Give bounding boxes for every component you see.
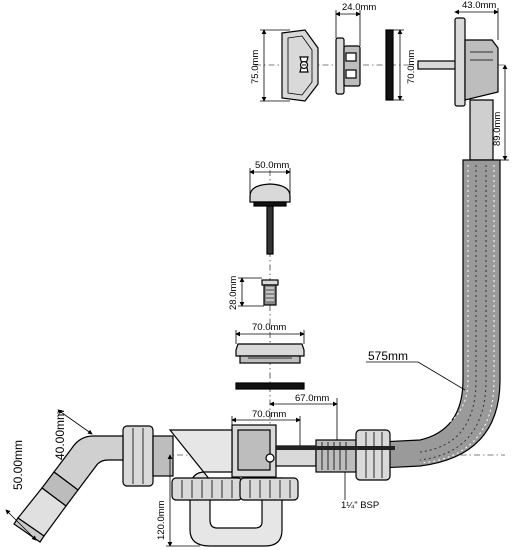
overflow-drop-label: 89.0mm (492, 112, 503, 146)
outlet-diameter-label: 50.00mm (11, 440, 25, 490)
flange-diameter-label: 70.0mm (252, 322, 286, 333)
hose-length-label: 575mm (368, 349, 408, 363)
trap-depth-label: 120.0mm (156, 500, 167, 540)
trap-body (168, 429, 299, 547)
waste-offset-label: 67.0mm (295, 393, 329, 404)
body-width-label: 70.0mm (252, 409, 286, 420)
overflow-cover (281, 29, 319, 102)
elbow-diameter-dim-line (57, 409, 93, 435)
overflow-width-label: 43.0mm (462, 0, 496, 11)
outlet-nut (122, 425, 174, 487)
flange-width-label: 24.0mm (342, 2, 376, 13)
waste-body (231, 424, 277, 478)
hose-connector (275, 429, 391, 481)
strainer (261, 279, 279, 306)
plug-diameter-label: 50.0mm (255, 160, 289, 171)
outlet-diameter-dim-line (5, 509, 37, 541)
cover-height-label: 75.0mm (250, 50, 261, 84)
plug (249, 183, 291, 255)
outlet-elbow (41, 435, 124, 507)
overflow-gasket (385, 29, 394, 101)
overflow-flange (335, 37, 361, 95)
waste-gasket (235, 382, 305, 390)
gasket-height-label: 70.0mm (406, 50, 417, 84)
elbow-diameter-label: 40.00mm (53, 410, 67, 460)
hose-leader-line (417, 361, 466, 391)
overflow-tube (276, 446, 395, 450)
thread-size-label: 1¼" BSP (341, 500, 379, 511)
overflow-body (417, 17, 499, 107)
waste-flange (235, 343, 305, 364)
strainer-height-label: 28.0mm (228, 276, 239, 310)
overflow-hose (379, 99, 501, 469)
